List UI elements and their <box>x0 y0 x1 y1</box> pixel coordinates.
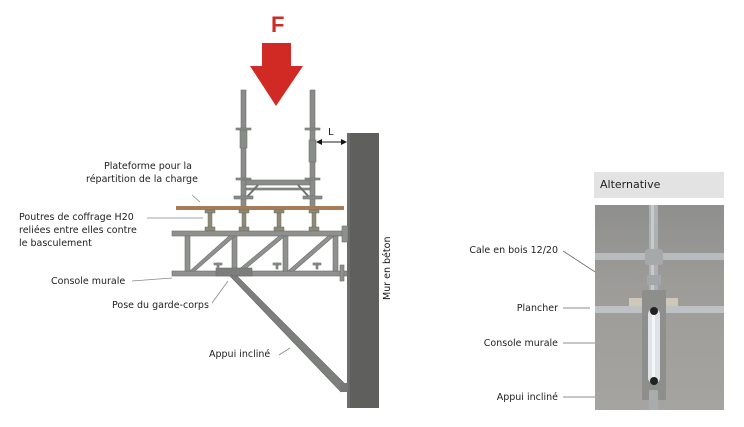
alternative-header: Alternative <box>594 172 724 198</box>
gap-label: L <box>328 127 334 138</box>
alternative-title: Alternative <box>600 178 661 191</box>
alt-floor-label: Plancher <box>516 303 558 314</box>
wall-console-truss <box>171 225 349 282</box>
alt-shim-label: Cale en bois 12/20 <box>469 245 558 256</box>
alt-console-label: Console murale <box>483 338 558 349</box>
guardrail-label: Pose du garde-corps <box>112 300 209 311</box>
beams-label: Poutres de coffrage H20 reliées entre el… <box>19 211 137 250</box>
wall-label: Mur en béton <box>382 236 393 300</box>
beams-label-line-1: Poutres de coffrage H20 <box>19 212 134 223</box>
beams-label-line-3: le basculement <box>19 238 92 249</box>
alternative-photo-drawing <box>595 205 724 410</box>
brace-label: Appui incliné <box>209 349 271 360</box>
leader-lines <box>131 194 291 356</box>
concrete-wall <box>347 133 379 408</box>
platform-label-line-1: Plateforme pour la <box>103 161 192 172</box>
inclined-brace <box>229 275 348 393</box>
console-label: Console murale <box>51 276 126 287</box>
force-label: F <box>271 12 285 37</box>
wood-platform <box>176 206 344 210</box>
platform-label: Plateforme pour la répartition de la cha… <box>86 160 198 186</box>
h20-beams <box>204 209 320 232</box>
platform-label-line-2: répartition de la charge <box>86 174 198 185</box>
alternative-photo <box>595 205 724 410</box>
gap-dimension-arrow <box>316 139 347 145</box>
alt-brace-label: Appui incliné <box>496 392 558 403</box>
beams-label-line-2: reliées entre elles contre <box>19 225 137 236</box>
force-arrow-icon <box>250 43 303 106</box>
vertical-posts <box>233 89 323 213</box>
